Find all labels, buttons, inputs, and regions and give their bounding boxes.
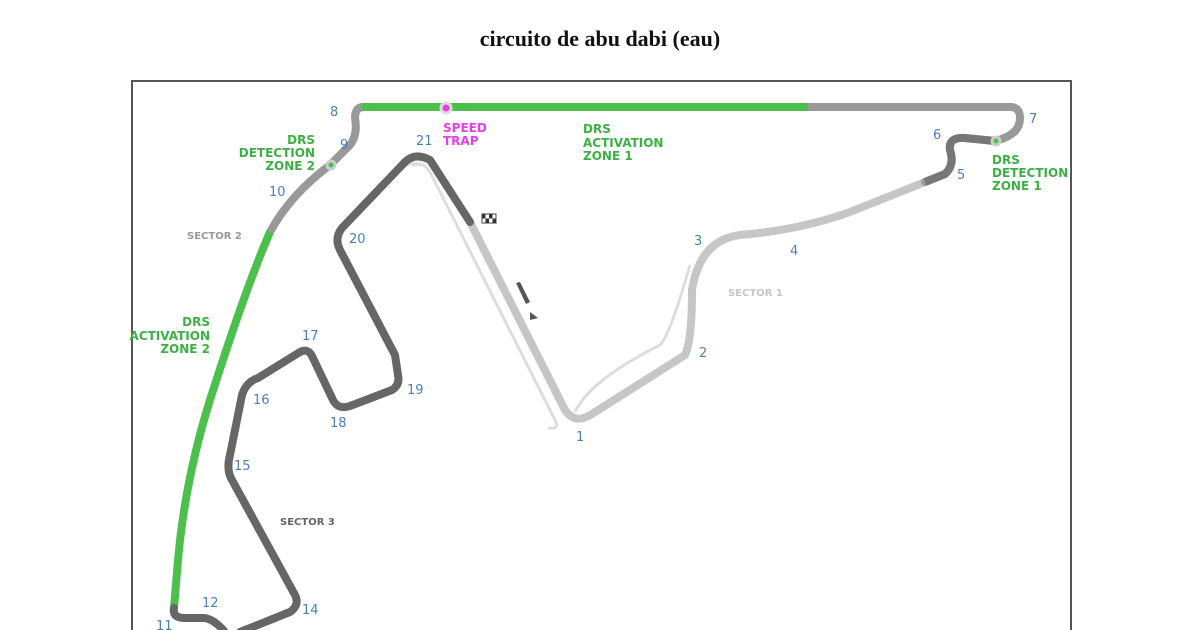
speed-trap-marker [439, 101, 453, 115]
turn-number: 8 [330, 105, 338, 120]
svg-text:ACTIVATION: ACTIVATION [583, 136, 663, 150]
turn-number: 10 [269, 185, 286, 200]
turn-number: 9 [340, 138, 348, 153]
drs-detection-2-marker [325, 159, 337, 171]
turn-number: 12 [202, 596, 219, 611]
svg-text:ACTIVATION: ACTIVATION [130, 329, 210, 343]
turn-number: 14 [302, 603, 319, 618]
svg-text:DETECTION: DETECTION [992, 166, 1068, 180]
drs-activation-zone-1-label: DRS ACTIVATION ZONE 1 [583, 122, 663, 163]
track-sector-2-esses [923, 133, 996, 186]
turn-number: 5 [957, 168, 965, 183]
track-sector-1 [466, 178, 929, 423]
turn-number: 21 [416, 134, 433, 149]
speed-trap-label: SPEED TRAP [443, 121, 487, 148]
svg-text:DRS: DRS [287, 133, 315, 147]
turn-number: 4 [790, 244, 798, 259]
turn-number: 6 [933, 128, 941, 143]
svg-text:SPEED: SPEED [443, 121, 487, 135]
svg-text:ZONE 2: ZONE 2 [160, 342, 210, 356]
turn-number: 16 [253, 393, 270, 408]
svg-text:ZONE 2: ZONE 2 [265, 159, 315, 173]
turn-number: 19 [407, 383, 424, 398]
svg-text:DRS: DRS [583, 122, 611, 136]
track-alt-layout [573, 264, 692, 413]
svg-text:DRS: DRS [182, 315, 210, 329]
turn-number: 20 [349, 232, 366, 247]
svg-text:DRS: DRS [992, 153, 1020, 167]
drs-detection-1-marker [990, 135, 1002, 147]
drs-zone-2 [170, 230, 274, 609]
drs-detection-zone-1-label: DRS DETECTION ZONE 1 [992, 153, 1068, 193]
track-sector-3 [169, 152, 474, 630]
sector-3-label: SECTOR 3 [280, 517, 335, 528]
turn-number: 7 [1029, 112, 1037, 127]
svg-text:ZONE 1: ZONE 1 [992, 179, 1042, 193]
turn-number: 3 [694, 234, 702, 249]
sector-1-label: SECTOR 1 [728, 288, 783, 299]
turn-number: 2 [699, 346, 707, 361]
svg-text:TRAP: TRAP [443, 134, 479, 148]
turn-number: 18 [330, 416, 347, 431]
page-title: circuito de abu dabi (eau) [479, 26, 721, 51]
car-direction-icon [516, 282, 538, 320]
sector-2-label: SECTOR 2 [187, 231, 242, 242]
drs-detection-zone-2-label: DRS DETECTION ZONE 2 [239, 133, 315, 173]
chequered-flag-icon [481, 213, 497, 224]
turn-number: 15 [234, 459, 251, 474]
turn-number: 17 [302, 329, 319, 344]
svg-text:DETECTION: DETECTION [239, 146, 315, 160]
turn-number: 1 [576, 430, 584, 445]
turn-number: 11 [156, 619, 173, 630]
svg-text:ZONE 1: ZONE 1 [583, 149, 633, 163]
drs-activation-zone-2-label: DRS ACTIVATION ZONE 2 [130, 315, 210, 356]
